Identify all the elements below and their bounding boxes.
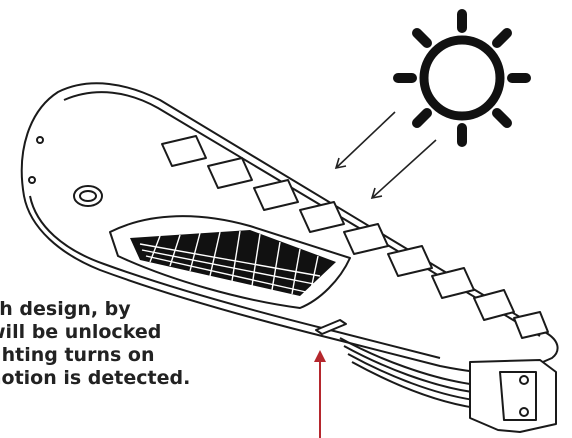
led-grid [130, 230, 336, 296]
street-light-body [20, 82, 559, 433]
caption-line-3: ghting turns on [0, 344, 155, 366]
arrow-down-left-icon [334, 111, 437, 200]
sun-icon [393, 9, 531, 147]
arrow-up-icon [314, 350, 326, 438]
feature-description: ch design, by will be unlocked ghting tu… [0, 298, 320, 390]
caption-line-4: notion is detected. [0, 367, 191, 389]
caption-line-2: will be unlocked [0, 321, 162, 343]
vent-row [161, 135, 549, 339]
caption-line-1: ch design, by [0, 298, 131, 320]
